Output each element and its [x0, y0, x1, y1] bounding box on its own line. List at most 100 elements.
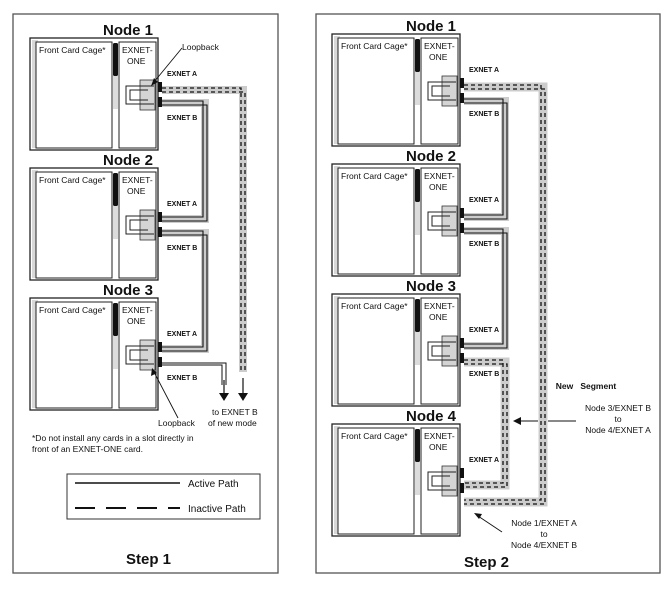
loopback-label: Loopback [158, 418, 196, 428]
exnet-one-label: ONE [127, 316, 146, 326]
closing-pointer [477, 515, 503, 533]
new-segment-title: New Segment [556, 381, 617, 391]
loopback-label: Loopback [182, 42, 220, 52]
loopback-cable [427, 471, 456, 491]
connector-block [441, 205, 458, 237]
node-title: Node 1 [406, 18, 456, 35]
step2-label: Step 2 [464, 554, 509, 571]
step1-text: Loopback Loopback to EXNET B of new mode… [32, 42, 258, 568]
card-slot-indicator [415, 169, 420, 202]
front-card-cage-label: Front Card Cage* [341, 301, 408, 311]
exnet-one-label: EXNET- [424, 171, 455, 181]
exnet-one-label: ONE [429, 312, 448, 322]
front-card-cage-label: Front Card Cage* [39, 175, 106, 185]
new-segment-line: to [614, 414, 621, 424]
exnet-one-label: EXNET- [424, 41, 455, 51]
port-exnet-b [158, 357, 162, 367]
port-exnet-b [460, 223, 464, 233]
legend-inactive-label: Inactive Path [188, 504, 246, 515]
arrow-icon [151, 78, 158, 86]
step2-active-path-2 [464, 228, 504, 345]
port-exnet-a [158, 342, 162, 352]
port-exnet-a [460, 338, 464, 348]
step1-to-new-node-line [162, 362, 227, 385]
step1-inactive-path-shade [162, 86, 247, 372]
new-segment-line: Node 4/EXNET A [585, 425, 651, 435]
legend: Active Path Inactive Path [66, 473, 261, 520]
step1-active-path-1 [162, 99, 209, 223]
port-exnet-b [460, 353, 464, 363]
connector-block [441, 75, 458, 107]
front-card-cage-label: Front Card Cage* [341, 41, 408, 51]
loopback-cable [427, 341, 456, 361]
step1-cabling [151, 47, 248, 419]
loopback-cable [125, 85, 154, 105]
exnet-one-label: EXNET- [122, 45, 153, 55]
loopback-cable [125, 215, 154, 235]
loopback-pointer [153, 371, 179, 419]
port-a-label: EXNET A [469, 327, 499, 334]
exnet-one-label: EXNET- [122, 305, 153, 315]
exnet-one-label: ONE [429, 52, 448, 62]
port-b-label: EXNET B [167, 115, 197, 122]
exnet-one-label: EXNET- [122, 175, 153, 185]
port-b-label: EXNET B [167, 375, 197, 382]
card-slot-indicator [113, 43, 118, 76]
closing-line: to [540, 529, 547, 539]
exnet-one-label: ONE [127, 56, 146, 66]
card-slot-indicator [113, 173, 118, 206]
exnet-one-label: EXNET- [424, 431, 455, 441]
port-exnet-a [158, 212, 162, 222]
port-a-label: EXNET A [469, 197, 499, 204]
loopback-cable [125, 345, 154, 365]
connector-block [139, 79, 156, 111]
front-card-cage [337, 427, 415, 535]
port-exnet-a [460, 468, 464, 478]
front-card-cage [35, 301, 113, 409]
node-title: Node 2 [103, 152, 153, 169]
step2-active-path-1 [464, 98, 504, 216]
arrow-icon [474, 513, 482, 519]
loopback-cable [427, 211, 456, 231]
connector-block [441, 335, 458, 367]
node-title: Node 3 [103, 282, 153, 299]
connector-block [139, 339, 156, 371]
new-segment-line: Node 3/EXNET B [585, 403, 651, 413]
node-title: Node 1 [103, 22, 153, 39]
front-card-cage-label: Front Card Cage* [39, 45, 106, 55]
front-card-cage [35, 171, 113, 279]
port-exnet-a [158, 82, 162, 92]
loopback-pointer [153, 47, 183, 83]
port-exnet-b [158, 227, 162, 237]
node-title: Node 4 [406, 408, 457, 425]
port-a-label: EXNET A [167, 331, 197, 338]
port-exnet-a [460, 78, 464, 88]
front-card-cage [35, 41, 113, 149]
front-card-cage [337, 37, 415, 145]
exnet-one-label: ONE [429, 182, 448, 192]
arrow-down-icon [238, 393, 248, 401]
front-card-cage [337, 297, 415, 405]
exnet-one-card [420, 37, 459, 145]
legend-box [66, 473, 261, 520]
card-slot-indicator [415, 429, 420, 462]
port-b-label: EXNET B [469, 241, 499, 248]
port-exnet-b [460, 483, 464, 493]
port-a-label: EXNET A [469, 457, 499, 464]
arrow-left-icon [513, 417, 521, 425]
exnet-one-label: ONE [127, 186, 146, 196]
port-b-label: EXNET B [167, 245, 197, 252]
front-card-cage [337, 167, 415, 275]
exnet-one-label: EXNET- [424, 301, 455, 311]
step1-active-path-2 [162, 229, 209, 353]
card-slot-indicator [415, 39, 420, 72]
card-slot-indicator [113, 303, 118, 336]
closing-line: Node 4/EXNET B [511, 540, 577, 550]
footnote: *Do not install any cards in a slot dire… [32, 433, 194, 443]
